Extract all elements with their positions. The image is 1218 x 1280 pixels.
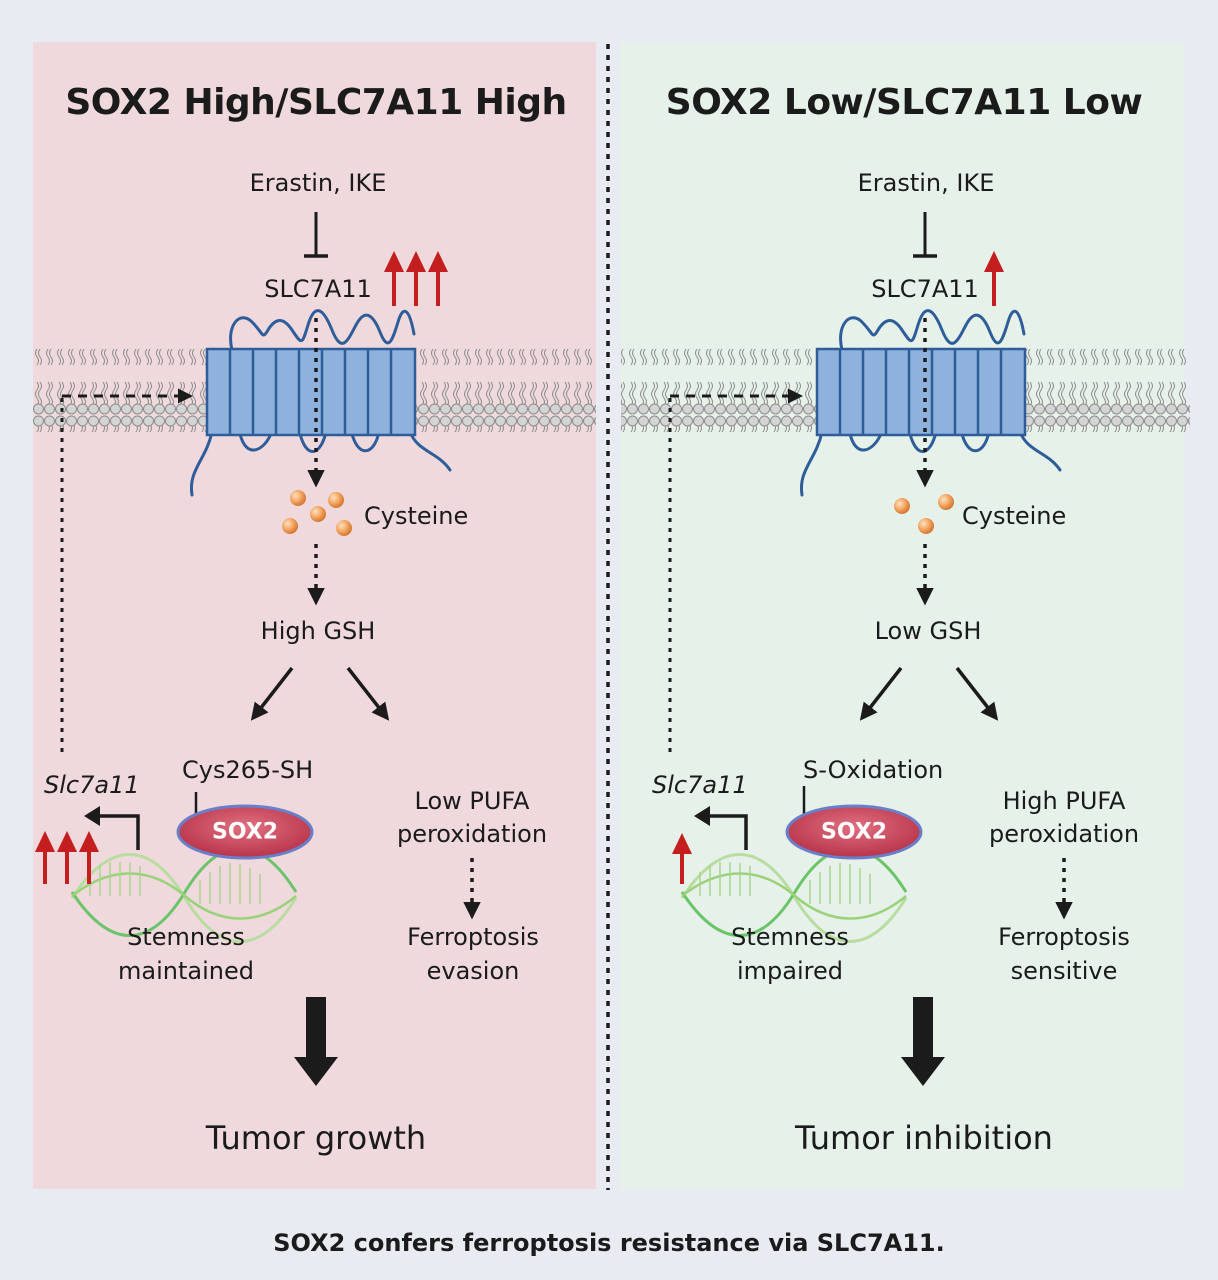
upregulation-arrow-gene <box>672 833 692 884</box>
outcome-arrow-shaft <box>913 997 933 1059</box>
left-gsh-label: High GSH <box>260 617 376 645</box>
right-pathway-graphics <box>621 212 1190 1086</box>
left-outcome-label: Tumor growth <box>205 1119 427 1157</box>
transporter-loops <box>189 309 452 497</box>
gsh-to-pufa-arrow <box>955 666 999 721</box>
upregulation-arrows-gene <box>35 831 99 884</box>
left-stemness-line2: maintained <box>118 957 254 985</box>
left-ferroptosis-line1: Ferroptosis <box>407 923 539 951</box>
transcription-arrowhead <box>84 806 100 826</box>
right-ferroptosis-line1: Ferroptosis <box>998 923 1130 951</box>
right-panel-sox2-low <box>621 42 1185 1189</box>
slc7a11-transporter <box>815 347 1027 437</box>
outcome-arrow-head <box>294 1057 338 1086</box>
upregulation-arrows-transporter <box>384 251 448 306</box>
transcription-start-line <box>706 814 748 850</box>
left-pufa-line2: peroxidation <box>396 820 548 848</box>
transmembrane-helices <box>228 349 393 435</box>
right-stemness-line1: Stemness <box>731 923 849 951</box>
right-transporter-label: SLC7A11 <box>871 275 979 303</box>
right-panel-title: SOX2 Low/SLC7A11 Low <box>665 82 1143 123</box>
gsh-to-sox2-arrow <box>859 666 903 721</box>
right-modification-label: S-Oxidation <box>803 756 944 784</box>
left-cysteine-label: Cysteine <box>364 502 469 530</box>
transporter-loops <box>799 309 1062 497</box>
gsh-to-pufa-arrow <box>346 666 390 721</box>
right-cysteine-label: Cysteine <box>962 502 1067 530</box>
outcome-arrow-head <box>901 1057 945 1086</box>
right-inhibitor-label: Erastin, IKE <box>857 169 995 197</box>
left-transporter-label: SLC7A11 <box>264 275 372 303</box>
sox2-protein <box>176 804 314 860</box>
gsh-to-sox2-arrow <box>250 666 294 721</box>
outcome-arrow-shaft <box>306 997 326 1059</box>
left-stemness-line1: Stemness <box>127 923 245 951</box>
cysteine-molecules <box>894 494 954 534</box>
right-ferroptosis-line2: sensitive <box>1010 957 1118 985</box>
figure-caption: SOX2 confers ferroptosis resistance via … <box>273 1229 945 1257</box>
right-stemness-line2: impaired <box>737 957 843 985</box>
transmembrane-helices <box>838 349 1003 435</box>
left-inhibitor-label: Erastin, IKE <box>249 169 387 197</box>
right-outcome-label: Tumor inhibition <box>795 1119 1053 1157</box>
left-panel-title: SOX2 High/SLC7A11 High <box>65 82 567 123</box>
right-gsh-label: Low GSH <box>874 617 982 645</box>
transcription-arrowhead <box>694 806 710 826</box>
left-modification-label: Cys265-SH <box>182 756 314 784</box>
left-ferroptosis-line2: evasion <box>426 957 520 985</box>
right-pufa-line2: peroxidation <box>988 820 1140 848</box>
slc7a11-transporter <box>205 347 417 437</box>
upregulation-arrow-transporter <box>984 251 1004 306</box>
right-sox2-label: SOX2 <box>820 819 888 845</box>
sox2-protein <box>785 804 923 860</box>
left-pufa-line1: Low PUFA <box>414 787 530 815</box>
cysteine-molecules <box>282 490 352 536</box>
transcription-start-line <box>96 814 140 850</box>
right-gene-label: Slc7a11 <box>652 771 748 799</box>
left-pathway-graphics <box>33 212 596 1086</box>
left-gene-label: Slc7a11 <box>44 771 140 799</box>
left-sox2-label: SOX2 <box>211 819 279 845</box>
right-pufa-line1: High PUFA <box>1002 787 1126 815</box>
